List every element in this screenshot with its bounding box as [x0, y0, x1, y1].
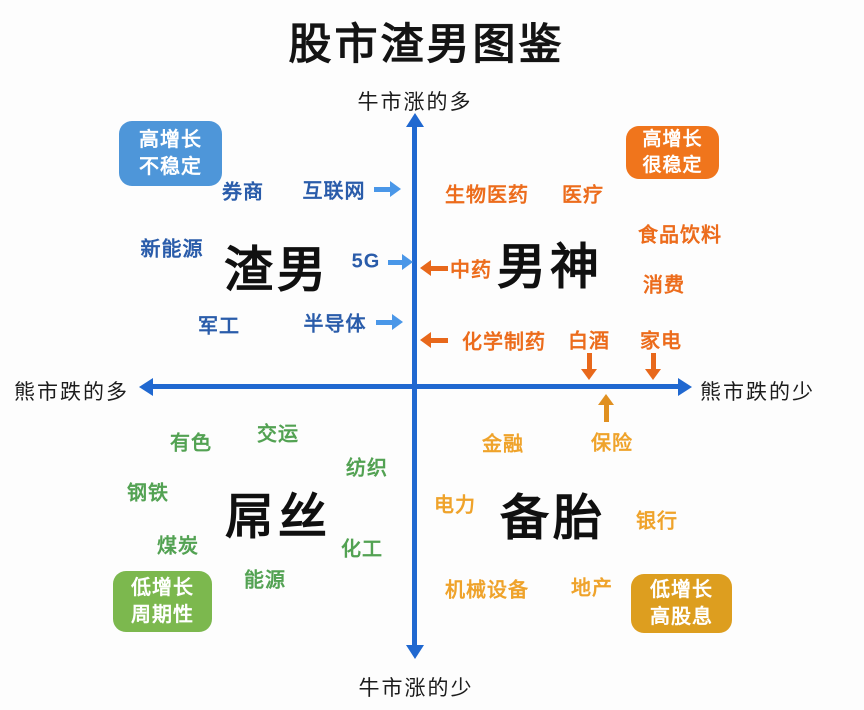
badge-line: 高增长: [139, 128, 202, 151]
sector-label: 化工: [341, 538, 383, 561]
badge-line: 低增长: [650, 578, 713, 601]
sector-label: 银行: [636, 510, 678, 533]
sector-label: 有色: [170, 432, 212, 455]
axis-arrow-down-icon: [406, 645, 424, 659]
sector-label: 纺织: [346, 457, 388, 480]
badge-line: 低增长: [131, 576, 194, 599]
page-title: 股市渣男图鉴: [288, 21, 565, 69]
sector-label: 新能源: [140, 238, 204, 261]
sector-label: 互联网: [302, 180, 366, 203]
horizontal-axis-line: [152, 384, 679, 389]
sector-label: 能源: [244, 569, 286, 592]
sector-label: 军工: [198, 315, 240, 338]
badge-line: 不稳定: [139, 155, 202, 178]
sector-label: 食品饮料: [638, 224, 722, 247]
badge-high-growth-unstable: 高增长 不稳定: [119, 121, 222, 186]
badge-low-growth-cyclical: 低增长 周期性: [113, 571, 212, 632]
sector-label: 生物医药: [445, 184, 529, 207]
sector-label: 机械设备: [445, 579, 529, 602]
sector-label: 钢铁: [127, 482, 169, 505]
sector-label: 保险: [591, 432, 633, 455]
sector-label: 消费: [643, 274, 685, 297]
axis-arrow-left-icon: [139, 378, 153, 396]
sector-label: 白酒: [568, 330, 610, 353]
quadrant-label-zha-nan: 渣男: [223, 243, 331, 298]
sector-label: 半导体: [303, 313, 367, 336]
sector-label: 电力: [434, 494, 476, 517]
badge-high-growth-stable: 高增长 很稳定: [626, 126, 719, 179]
badge-line: 很稳定: [642, 154, 703, 176]
sector-label: 券商: [222, 181, 264, 204]
badge-line: 高股息: [650, 605, 713, 628]
sector-label: 医疗: [562, 184, 604, 207]
sector-label: 中药: [450, 259, 492, 282]
quadrant-label-bei-tai: 备胎: [499, 491, 607, 546]
sector-label: 金融: [482, 433, 524, 456]
quadrant-label-diao-si: 屌丝: [224, 490, 332, 545]
sector-label: 5G: [351, 250, 381, 273]
sector-label: 化学制药: [462, 331, 546, 354]
sector-label: 煤炭: [157, 535, 199, 558]
quadrant-label-nan-shen: 男神: [496, 240, 604, 295]
badge-low-growth-dividend: 低增长 高股息: [631, 574, 732, 633]
sector-label: 家电: [640, 330, 682, 353]
axis-label-top: 牛市涨的多: [357, 91, 473, 114]
axis-label-right: 熊市跌的少: [700, 381, 815, 404]
axis-arrow-up-icon: [406, 113, 424, 127]
sector-label: 地产: [571, 577, 613, 600]
axis-arrow-right-icon: [678, 378, 692, 396]
badge-line: 高增长: [642, 129, 703, 151]
sector-label: 交运: [257, 423, 299, 446]
axis-label-bottom: 牛市涨的少: [358, 677, 474, 700]
badge-line: 周期性: [131, 603, 194, 626]
axis-label-left: 熊市跌的多: [14, 381, 129, 404]
